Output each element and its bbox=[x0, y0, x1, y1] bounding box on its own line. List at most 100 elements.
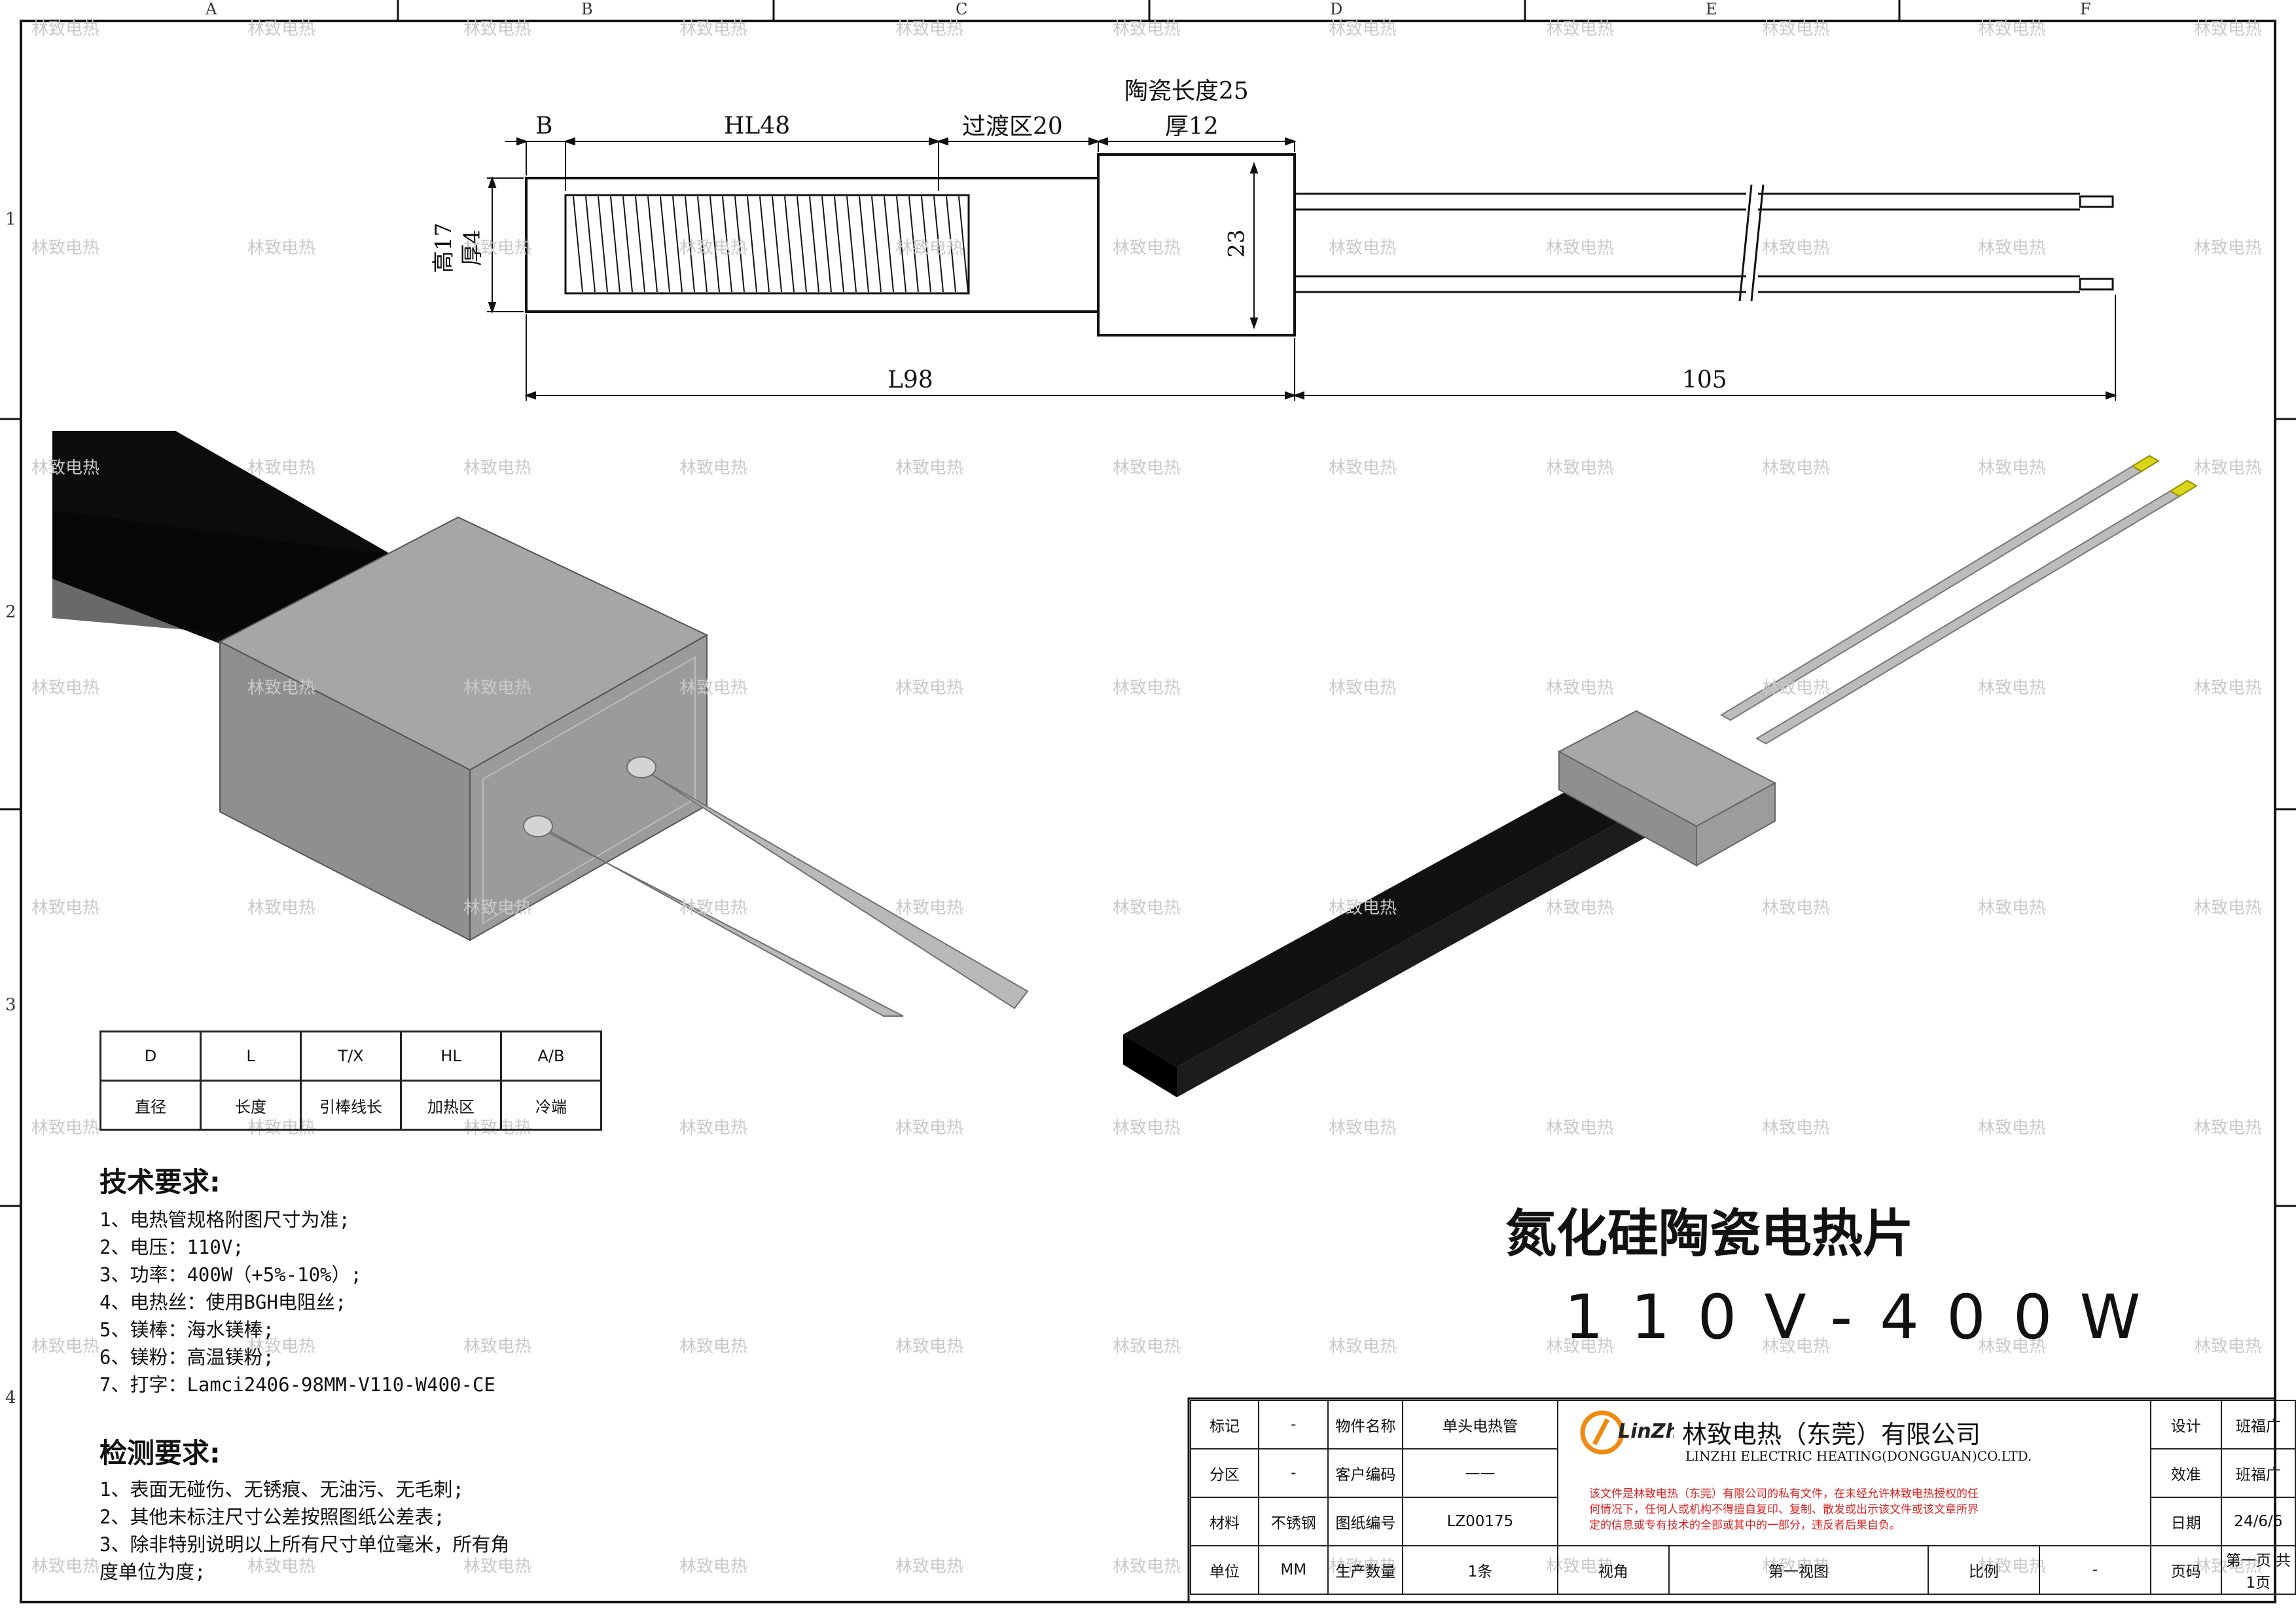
coil-line bbox=[672, 196, 683, 293]
dim-heating-length: HL48 bbox=[724, 113, 791, 139]
param-header: HL bbox=[400, 1030, 502, 1082]
detail-view-left bbox=[52, 431, 1029, 1017]
tb-qty-value: 1条 bbox=[1402, 1545, 1558, 1595]
detail-lead-rods bbox=[523, 756, 1029, 1017]
tb-page-current: 第一页 bbox=[2225, 1552, 2271, 1569]
tb-page-label: 页码 bbox=[2149, 1545, 2222, 1595]
watermark-text: 林致电热 bbox=[1329, 238, 1397, 258]
watermark-text: 林致电热 bbox=[1762, 1118, 1831, 1138]
tb-drawing-label: 图纸编号 bbox=[1327, 1497, 1404, 1546]
watermark-text: 林致电热 bbox=[31, 238, 100, 258]
watermark-text: 林致电热 bbox=[1762, 898, 1831, 918]
tb-unit-value: MM bbox=[1258, 1545, 1329, 1595]
dim-23: 23 bbox=[1223, 229, 1250, 258]
watermark-text: 林致电热 bbox=[31, 1557, 100, 1577]
watermark-text: 林致电热 bbox=[895, 1118, 964, 1138]
tb-scale-value: - bbox=[2039, 1545, 2151, 1595]
tb-page-total: 共1页 bbox=[2246, 1552, 2291, 1592]
title-block-table: 标记 - 物件名称 单头电热管 设计 班福广 分区 - 客户编码 —— 效准 班… bbox=[1189, 1400, 2296, 1595]
watermark-text: 林致电热 bbox=[1113, 238, 1181, 258]
tb-zone-label: 分区 bbox=[1189, 1448, 1260, 1498]
product-spec: 110V-400W bbox=[1564, 1282, 2168, 1353]
watermark-text: 林致电热 bbox=[1978, 898, 2047, 918]
element-body bbox=[525, 177, 1100, 313]
coil-line bbox=[797, 196, 807, 293]
watermark-text: 林致电热 bbox=[895, 238, 964, 258]
tech-item: 5、镁棒：海水镁棒; bbox=[99, 1319, 274, 1341]
tb-mark-label: 标记 bbox=[1189, 1400, 1260, 1450]
watermark-text: 林致电热 bbox=[2194, 898, 2263, 918]
coil-line bbox=[722, 196, 732, 293]
coil-line bbox=[809, 196, 819, 293]
logo-text: LinZhi bbox=[1618, 1420, 1674, 1443]
coil-line bbox=[585, 196, 596, 293]
tb-unit-label: 单位 bbox=[1189, 1545, 1260, 1595]
dim-transition: 过渡区20 bbox=[962, 113, 1063, 140]
watermark-text: 林致电热 bbox=[1329, 20, 1397, 39]
lead-wires bbox=[1295, 184, 2114, 302]
tech-item: 2、电压：110V; bbox=[99, 1236, 244, 1258]
watermark-text: 林致电热 bbox=[1762, 678, 1831, 698]
coil-line bbox=[859, 196, 869, 293]
watermark-text: 林致电热 bbox=[679, 1557, 748, 1577]
watermark-text: 林致电热 bbox=[2194, 1118, 2263, 1138]
tb-mark-value: - bbox=[1258, 1400, 1329, 1450]
param-header: T/X bbox=[300, 1030, 402, 1082]
tb-company-cell-2 bbox=[1556, 1449, 2151, 1497]
row-label: 4 bbox=[5, 1388, 16, 1408]
tech-item: 6、镁粉：高温镁粉; bbox=[99, 1346, 274, 1368]
watermark-text: 林致电热 bbox=[247, 678, 316, 698]
watermark-text: 林致电热 bbox=[1329, 678, 1397, 698]
watermark-text: 林致电热 bbox=[463, 20, 532, 39]
tb-view-value: 第一视图 bbox=[1668, 1545, 1929, 1595]
coil-line bbox=[660, 196, 670, 293]
tb-page-value: 第一页 共1页 bbox=[2220, 1545, 2296, 1595]
watermark-text: 林致电热 bbox=[1978, 1118, 2047, 1138]
coil-line bbox=[598, 196, 608, 293]
tb-part-value: 单头电热管 bbox=[1402, 1400, 1558, 1450]
watermark-text: 林致电热 bbox=[2194, 678, 2263, 698]
heating-zone-coil bbox=[564, 194, 970, 295]
watermark-text: 林致电热 bbox=[679, 898, 748, 918]
param-value: 加热区 bbox=[400, 1080, 502, 1131]
param-value: 直径 bbox=[99, 1080, 202, 1131]
watermark-text: 林致电热 bbox=[247, 458, 316, 478]
watermark-text: 林致电热 bbox=[895, 898, 964, 918]
coil-line bbox=[622, 196, 633, 293]
watermark-text: 林致电热 bbox=[1546, 20, 1615, 39]
watermark-text: 林致电热 bbox=[895, 20, 964, 39]
tb-material-value: 不锈钢 bbox=[1258, 1497, 1329, 1546]
tech-item: 4、电热丝：使用BGH电阻丝; bbox=[99, 1291, 347, 1313]
inspection-item: 3、除非特别说明以上所有尺寸单位毫米，所有角 bbox=[99, 1533, 510, 1556]
watermark-text: 林致电热 bbox=[679, 1337, 748, 1357]
watermark-text: 林致电热 bbox=[247, 1557, 316, 1577]
watermark-text: 林致电热 bbox=[895, 458, 964, 478]
coil-line bbox=[896, 196, 906, 293]
watermark-text: 林致电热 bbox=[679, 458, 748, 478]
dim-ceramic-length: 陶瓷长度25 bbox=[1124, 78, 1249, 105]
inspection-item: 1、表面无碰伤、无锈痕、无油污、无毛刺; bbox=[99, 1478, 464, 1501]
coil-line bbox=[772, 196, 782, 293]
watermark-text: 林致电热 bbox=[1329, 1337, 1397, 1357]
watermark-text: 林致电热 bbox=[247, 1337, 316, 1357]
watermark-text: 林致电热 bbox=[1978, 20, 2047, 39]
coil-line bbox=[946, 196, 956, 293]
outer-frame bbox=[20, 20, 2276, 1603]
watermark-text: 林致电热 bbox=[1762, 458, 1831, 478]
tb-scale-label: 比例 bbox=[1927, 1545, 2041, 1595]
tb-date-label: 日期 bbox=[2149, 1497, 2222, 1546]
coil-line bbox=[685, 196, 695, 293]
tech-item: 1、电热管规格附图尺寸为准; bbox=[99, 1209, 350, 1231]
iso-lead-wires bbox=[1720, 454, 2198, 745]
watermark-text: 林致电热 bbox=[463, 898, 532, 918]
dim-thickness-4: 厚4 bbox=[459, 229, 486, 266]
coil-line bbox=[647, 196, 658, 293]
coil-line bbox=[884, 196, 894, 293]
watermark-text: 林致电热 bbox=[2194, 20, 2263, 39]
tech-requirements-title: 技术要求: bbox=[99, 1166, 221, 1198]
watermark-text: 林致电热 bbox=[2194, 1337, 2263, 1357]
coil-line bbox=[871, 196, 882, 293]
watermark-text: 林致电热 bbox=[1329, 1118, 1397, 1138]
watermark-text: 林致电热 bbox=[1546, 898, 1615, 918]
